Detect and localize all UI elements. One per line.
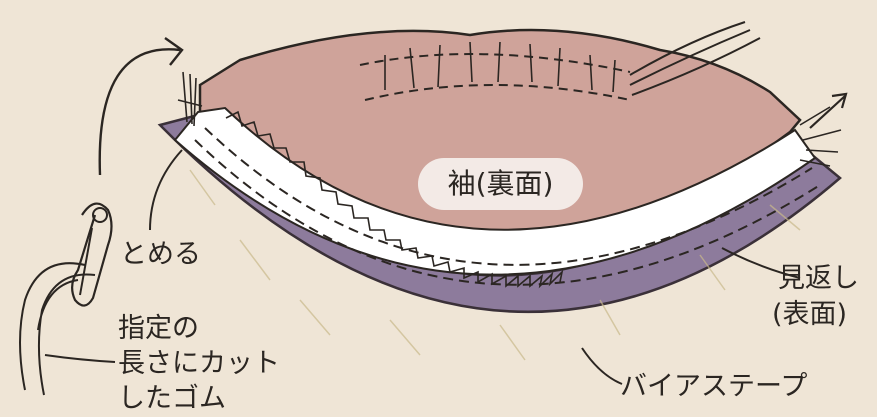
right-arrow (809, 92, 848, 129)
overlock-stitch (225, 110, 564, 289)
facing-label-line2: (表面) (772, 299, 848, 330)
tack-pointer (149, 149, 183, 231)
left-thread-ends (177, 71, 203, 127)
elastic-pointer (44, 354, 116, 363)
elastic-label-line2: 長さにカット (118, 348, 280, 379)
bias-tape-label: バイアステープ (620, 371, 808, 402)
safety-pin-icon (71, 202, 113, 307)
elastic-label-line3: したゴム (118, 383, 226, 414)
bias-tape-pattern (189, 169, 801, 361)
facing (173, 106, 817, 276)
facing-pointer (721, 247, 801, 279)
tack-label: とめる (120, 239, 201, 270)
facing-stitch-line (204, 127, 813, 266)
facing-label-line1: 見返し (778, 263, 859, 294)
elastic-label-line1: 指定の (118, 313, 199, 344)
elastic (19, 262, 96, 396)
gather-stitch-lower (364, 84, 631, 101)
gather-stitch-upper (359, 53, 631, 73)
tape-stitch-line (194, 139, 821, 286)
bias-tape-pointer (581, 347, 623, 385)
curved-arrow (98, 37, 184, 176)
right-thread-ends (799, 106, 842, 167)
gather-wrinkles (384, 41, 616, 93)
thread-tails (629, 21, 761, 96)
sleeve-label: 袖(裏面) (418, 158, 583, 210)
